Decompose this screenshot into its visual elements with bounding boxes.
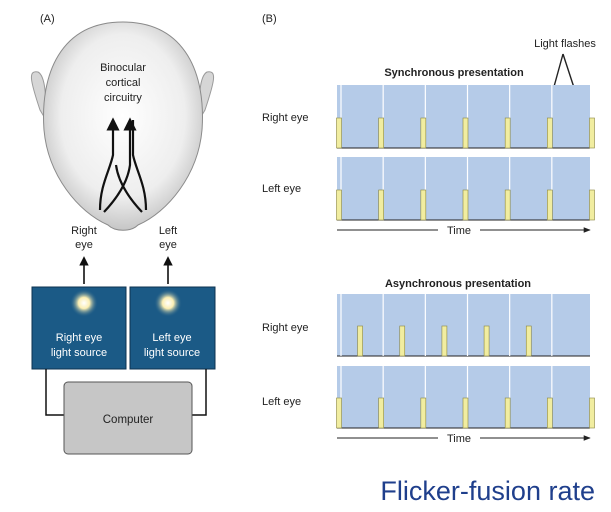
- light-flash-mark: [420, 117, 427, 149]
- light-flash-mark: [483, 325, 490, 357]
- track-marks: [336, 85, 595, 149]
- brain-text-line-2: cortical: [106, 77, 141, 89]
- light-flash-mark: [378, 397, 384, 429]
- brain-text-line-1: Binocular: [100, 62, 146, 74]
- right-source-wire: [45, 369, 66, 416]
- light-flash-mark: [420, 189, 427, 221]
- async-left-eye-track: [336, 366, 595, 429]
- flicker-fusion-title: Flicker-fusion rate: [380, 476, 595, 506]
- sync-time-label: Time: [447, 225, 471, 237]
- left-light-glow: [154, 289, 182, 317]
- track-marks: [336, 366, 595, 429]
- light-flash-mark: [462, 189, 469, 221]
- light-flash-mark: [525, 325, 532, 357]
- light-flash-mark: [336, 117, 342, 149]
- light-flash-mark: [547, 397, 553, 429]
- light-flash-mark: [589, 189, 595, 221]
- light-flash-mark: [547, 117, 553, 149]
- right-eye-label-line-2: eye: [75, 239, 93, 251]
- light-flash-mark: [399, 325, 406, 357]
- light-flashes-label: Light flashes: [534, 38, 596, 50]
- right-eye-pathway-arrow-inner: [103, 117, 137, 213]
- left-source-label-line-2: light source: [144, 347, 200, 359]
- left-eye-label-line-1: Left: [159, 225, 177, 237]
- left-source-wire: [192, 369, 207, 416]
- asynchronous-title: Asynchronous presentation: [385, 278, 531, 290]
- light-flash-mark: [589, 117, 595, 149]
- sync-right-eye-track: [336, 85, 595, 149]
- panel-b-label: (B): [262, 13, 277, 25]
- right-eye-pathway-arrow-outer: [98, 117, 120, 211]
- track-background: [337, 294, 590, 356]
- light-flash-mark: [504, 117, 511, 149]
- async-time-label: Time: [447, 433, 471, 445]
- light-flash-mark: [462, 397, 469, 429]
- track-marks: [340, 294, 553, 357]
- async-right-eye-label: Right eye: [262, 322, 308, 334]
- left-eye-pathway-arrow-inner: [114, 164, 143, 213]
- panel-a-label: (A): [40, 13, 55, 25]
- sync-right-eye-label: Right eye: [262, 112, 308, 124]
- track-marks: [336, 157, 595, 221]
- computer-label: Computer: [103, 414, 154, 426]
- light-flash-mark: [336, 189, 342, 221]
- synchronous-title: Synchronous presentation: [384, 67, 524, 79]
- light-flash-mark: [336, 397, 342, 429]
- light-flash-mark: [378, 117, 384, 149]
- sync-left-eye-track: [336, 157, 595, 221]
- left-eye-pathway-arrow-outer: [131, 120, 148, 211]
- light-flash-mark: [378, 189, 384, 221]
- light-flash-mark: [504, 189, 511, 221]
- right-source-label-line-2: light source: [51, 347, 107, 359]
- light-flash-mark: [441, 325, 448, 357]
- light-flash-mark: [462, 117, 469, 149]
- right-source-label-line-1: Right eye: [56, 332, 102, 344]
- light-flash-mark: [504, 397, 511, 429]
- light-flash-mark: [589, 397, 595, 429]
- light-flash-mark: [547, 189, 553, 221]
- left-source-label-line-1: Left eye: [152, 332, 191, 344]
- right-eye-label-line-1: Right: [71, 225, 97, 237]
- computer-box: [63, 381, 193, 455]
- brain-text-line-3: circuitry: [104, 92, 142, 104]
- light-flash-mark: [357, 325, 363, 357]
- left-eye-label-line-2: eye: [159, 239, 177, 251]
- async-right-eye-track: [337, 294, 590, 357]
- async-left-eye-label: Left eye: [262, 396, 301, 408]
- light-flash-mark: [420, 397, 427, 429]
- right-light-glow: [70, 289, 98, 317]
- sync-left-eye-label: Left eye: [262, 183, 301, 195]
- head-top-view: [43, 21, 203, 231]
